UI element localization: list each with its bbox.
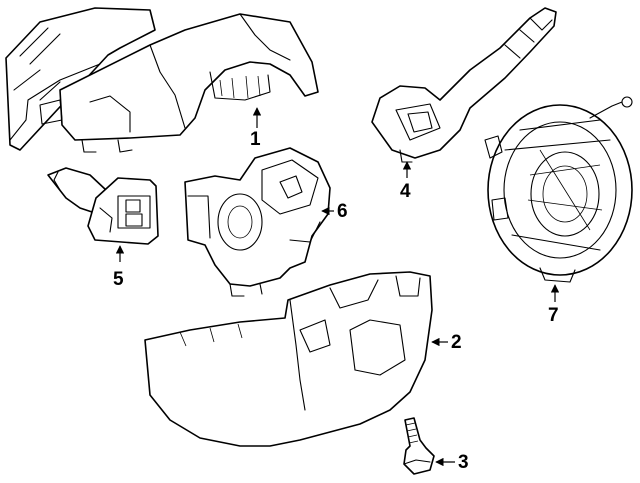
callout-7: 7 bbox=[548, 305, 559, 326]
part-7-clock-spring bbox=[484, 96, 633, 283]
callout-5: 5 bbox=[113, 269, 124, 290]
part-2-lower-shroud bbox=[144, 271, 433, 447]
part-6-lock-housing bbox=[184, 147, 331, 297]
callout-2: 2 bbox=[451, 332, 462, 353]
callout-1: 1 bbox=[250, 129, 261, 150]
part-3-bolt bbox=[403, 417, 435, 475]
callout-4: 4 bbox=[400, 181, 411, 202]
part-5-multifunction-switch bbox=[47, 167, 159, 245]
part-4-wiper-switch bbox=[371, 7, 557, 163]
leader-lines bbox=[115, 107, 560, 467]
callout-3: 3 bbox=[458, 452, 469, 473]
part-1-upper-shroud bbox=[5, 7, 319, 153]
callout-6: 6 bbox=[337, 201, 348, 222]
